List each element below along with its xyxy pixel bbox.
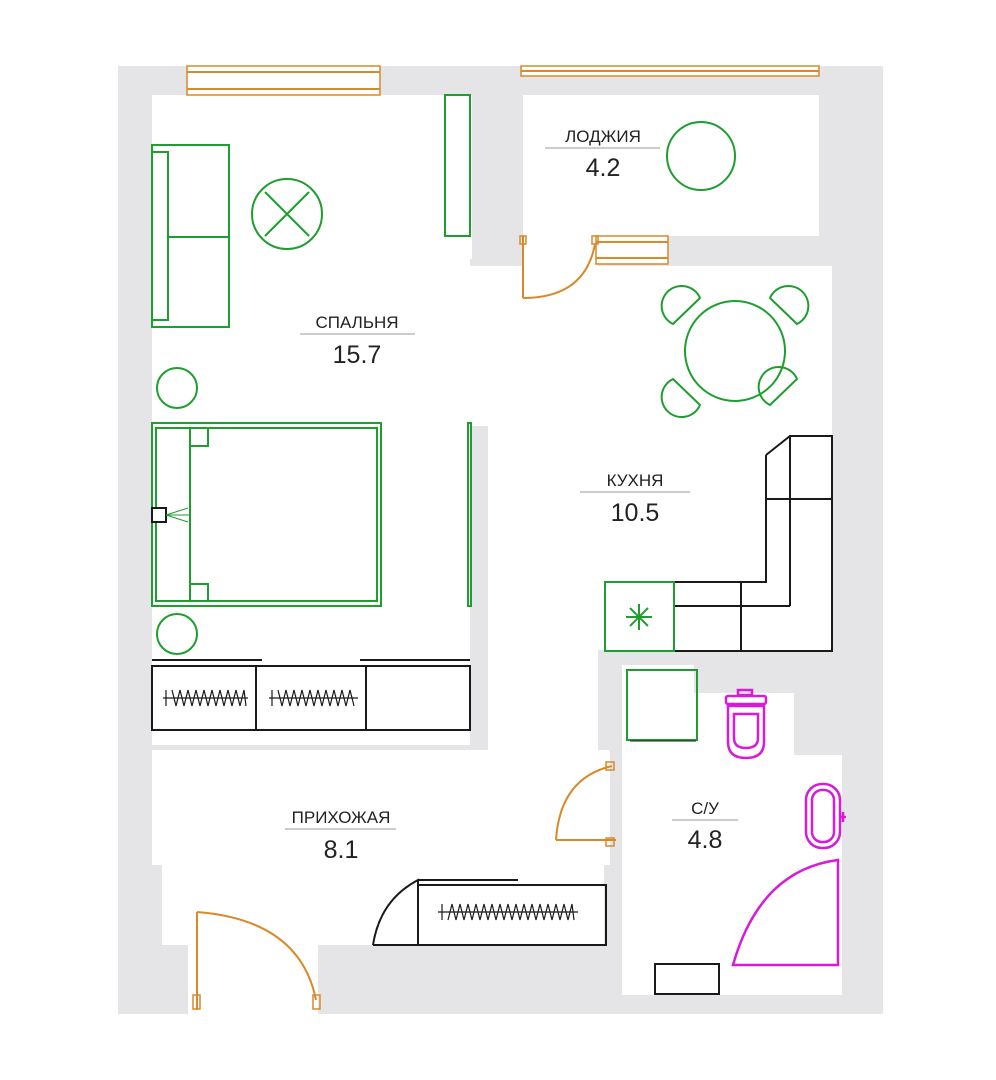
bedroom-furniture: [151, 94, 472, 731]
label-bedroom: СПАЛЬНЯ 15.7: [300, 313, 415, 369]
room-labels: ЛОДЖИЯ 4.2 СПАЛЬНЯ 15.7 КУХНЯ 10.5 ПРИХО…: [285, 127, 738, 864]
bedroom-floor: [152, 259, 470, 745]
kitchen-counter: [674, 435, 833, 652]
room-area-bathroom: 4.8: [688, 826, 723, 854]
kitchen-floor: [488, 426, 832, 650]
bathroom-cabinet: [654, 963, 720, 995]
room-name-kitchen: КУХНЯ: [607, 471, 664, 490]
label-loggia: ЛОДЖИЯ 4.2: [545, 127, 660, 182]
tv-panel: [467, 422, 472, 607]
bathroom-floor-mid: [694, 693, 794, 995]
hallway-floor-lower: [162, 865, 604, 945]
loggia-window: [520, 65, 820, 77]
shower-tray: [731, 858, 840, 967]
entry-floor: [188, 945, 318, 1014]
toilet: [724, 688, 768, 760]
kitchen-window: [595, 235, 669, 265]
room-name-loggia: ЛОДЖИЯ: [565, 127, 641, 146]
label-bathroom: С/У 4.8: [672, 799, 738, 854]
bedroom-floor-top: [152, 95, 472, 259]
hallway-floor: [152, 750, 610, 865]
bathroom-door: [555, 761, 616, 847]
label-hallway: ПРИХОЖАЯ 8.1: [285, 808, 396, 864]
room-area-bedroom: 15.7: [333, 341, 382, 369]
stove: [604, 581, 675, 652]
loggia-floor: [523, 95, 819, 236]
kitchen-furniture: [604, 285, 833, 652]
room-area-loggia: 4.2: [586, 154, 621, 182]
room-area-hallway: 8.1: [324, 836, 359, 864]
loggia-round-table: [666, 121, 736, 191]
double-bed: [151, 422, 382, 607]
nightstand-bottom: [156, 613, 198, 655]
dining-table: [660, 285, 810, 418]
loggia-door: [519, 235, 599, 299]
label-kitchen: КУХНЯ 10.5: [580, 471, 690, 527]
sofa: [151, 144, 230, 328]
bedroom-window: [186, 65, 381, 96]
doors: [192, 235, 616, 1010]
bathroom-floor-left: [622, 665, 694, 995]
bathroom-fixtures: [626, 669, 846, 995]
room-name-bedroom: СПАЛЬНЯ: [315, 313, 398, 332]
kitchen-floor-top: [470, 266, 832, 426]
washing-machine: [626, 669, 698, 742]
round-table-with-cross: [251, 178, 323, 250]
entrance-door: [192, 911, 321, 1010]
room-name-hallway: ПРИХОЖАЯ: [292, 808, 391, 827]
windows: [186, 65, 820, 265]
sink: [804, 782, 846, 850]
hall-corridor: [488, 650, 598, 750]
room-name-bathroom: С/У: [691, 799, 719, 818]
nightstand-top: [156, 367, 198, 409]
loggia-door-floor: [523, 236, 598, 266]
wardrobe: [151, 659, 471, 731]
room-area-kitchen: 10.5: [611, 499, 660, 527]
bedroom-shelf: [444, 94, 471, 237]
hallway-wardrobe: [372, 878, 607, 946]
room-floors: [152, 95, 842, 1014]
